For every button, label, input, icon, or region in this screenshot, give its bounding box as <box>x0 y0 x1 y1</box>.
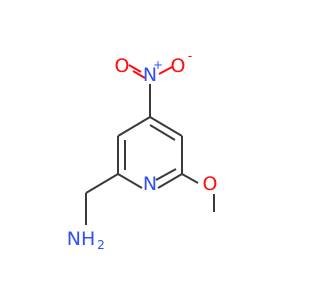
bond-c2-ch2 <box>85 173 119 194</box>
bond-n1-c6 <box>157 173 183 189</box>
methoxy-oxygen-label: O <box>203 173 218 195</box>
bond-n1-c6-inner <box>155 168 177 181</box>
bond-nitro-n-o-right <box>158 66 173 75</box>
molecule-structure: N O N + O O - NH 2 <box>67 49 218 252</box>
amine-subscript-label: 2 <box>97 238 105 252</box>
bond-c4-c3 <box>117 116 151 137</box>
bond-c5-c4 <box>149 116 183 137</box>
nitro-nitrogen-charge: + <box>153 58 163 72</box>
bond-c6-methoxy-o <box>181 173 199 184</box>
nitro-oxygen-charge: - <box>188 49 192 63</box>
nitro-nitrogen-label: N <box>143 64 157 86</box>
bond-nitro-n-o-left-2 <box>132 70 146 79</box>
bond-c5-c4-inner <box>149 124 176 141</box>
bond-nitro-n-o-left-1 <box>128 64 142 73</box>
bond-c2-n1 <box>117 173 143 189</box>
nitro-oxygen-right-label: O <box>171 55 186 77</box>
nitro-oxygen-left-label: O <box>115 55 130 77</box>
amine-nh-label: NH <box>67 228 96 250</box>
pyridine-ring <box>117 116 183 189</box>
amine-group-label: NH 2 <box>67 228 105 252</box>
ring-nitrogen-label: N <box>143 173 157 195</box>
